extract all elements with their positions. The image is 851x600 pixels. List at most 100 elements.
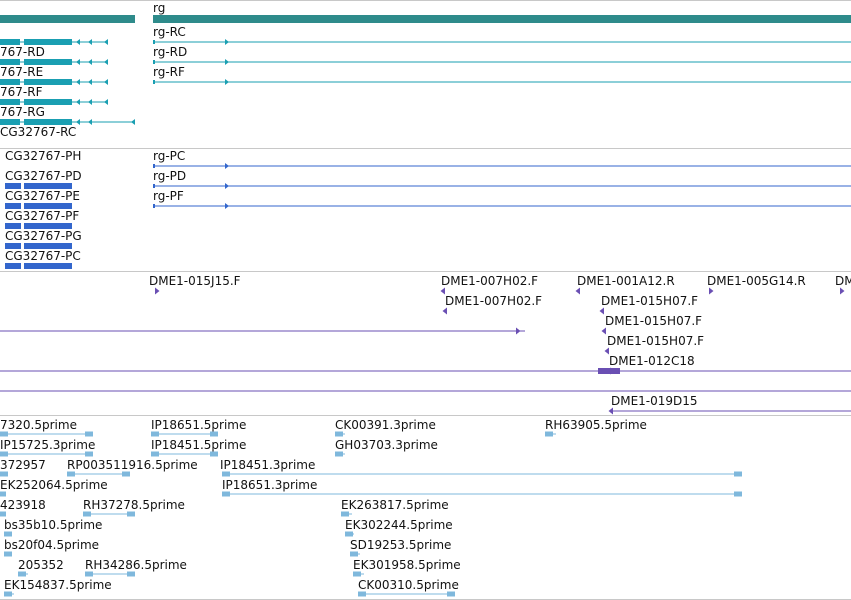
est-block[interactable] bbox=[345, 531, 353, 537]
mrna-label-left[interactable]: 767-RG bbox=[0, 105, 45, 119]
protein-cds[interactable] bbox=[5, 223, 21, 229]
est-label[interactable]: 7320.5prime bbox=[0, 418, 77, 432]
bac-clone-cluster[interactable] bbox=[598, 368, 620, 374]
mrna-exon[interactable] bbox=[24, 79, 72, 85]
mrna-exon[interactable] bbox=[24, 99, 72, 105]
est-label[interactable]: RP003511916.5prime bbox=[67, 458, 198, 472]
est-block[interactable] bbox=[85, 431, 93, 437]
est-block[interactable] bbox=[350, 551, 358, 557]
gene-label-rg[interactable]: rg bbox=[153, 1, 166, 15]
est-label[interactable]: SD19253.5prime bbox=[350, 538, 452, 552]
est-block[interactable] bbox=[0, 511, 6, 517]
bac-clone-label[interactable]: DM bbox=[835, 274, 851, 288]
protein-label-left[interactable]: CG32767-PG bbox=[5, 229, 82, 243]
mrna-label-right[interactable]: rg-RC bbox=[153, 25, 186, 39]
est-block[interactable] bbox=[335, 451, 343, 457]
bac-clone-label[interactable]: DME1-015H07.F bbox=[605, 314, 703, 328]
mrna-exon[interactable] bbox=[0, 59, 20, 65]
est-block[interactable] bbox=[127, 571, 135, 577]
protein-label-left[interactable]: CG32767-PD bbox=[5, 169, 82, 183]
est-block[interactable] bbox=[341, 511, 349, 517]
est-block[interactable] bbox=[358, 591, 366, 597]
mrna-exon[interactable] bbox=[0, 79, 20, 85]
mrna-label-left[interactable]: 767-RF bbox=[0, 85, 43, 99]
est-label[interactable]: RH34286.5prime bbox=[85, 558, 187, 572]
bac-clone-label[interactable]: DME1-015H07.F bbox=[601, 294, 699, 308]
est-block[interactable] bbox=[353, 571, 361, 577]
protein-cds[interactable] bbox=[153, 164, 155, 168]
est-label[interactable]: IP18451.3prime bbox=[220, 458, 316, 472]
est-label[interactable]: IP18651.3prime bbox=[222, 478, 318, 492]
est-block[interactable] bbox=[0, 451, 8, 457]
est-block[interactable] bbox=[67, 471, 75, 477]
est-block[interactable] bbox=[210, 451, 218, 457]
est-label[interactable]: CK00310.5prime bbox=[358, 578, 459, 592]
bac-clone-label[interactable]: DME1-005G14.R bbox=[707, 274, 806, 288]
est-label[interactable]: EK301958.5prime bbox=[353, 558, 461, 572]
est-label[interactable]: IP15725.3prime bbox=[0, 438, 96, 452]
est-block[interactable] bbox=[222, 491, 230, 497]
est-block[interactable] bbox=[18, 571, 26, 577]
mrna-exon[interactable] bbox=[0, 99, 20, 105]
est-label[interactable]: CK00391.3prime bbox=[335, 418, 436, 432]
protein-label-left[interactable]: CG32767-PH bbox=[5, 149, 82, 163]
est-block[interactable] bbox=[734, 471, 742, 477]
est-block[interactable] bbox=[4, 591, 12, 597]
protein-label-right[interactable]: rg-PC bbox=[153, 149, 186, 163]
est-label[interactable]: GH03703.3prime bbox=[335, 438, 438, 452]
est-block[interactable] bbox=[85, 571, 93, 577]
protein-cds[interactable] bbox=[24, 183, 72, 189]
est-block[interactable] bbox=[0, 471, 8, 477]
bac-clone-label[interactable]: DME1-015H07.F bbox=[607, 334, 705, 348]
mrna-exon[interactable] bbox=[24, 59, 72, 65]
est-block[interactable] bbox=[127, 511, 135, 517]
protein-label-right[interactable]: rg-PD bbox=[153, 169, 187, 183]
protein-cds[interactable] bbox=[5, 203, 21, 209]
protein-label-left[interactable]: CG32767-PF bbox=[5, 209, 80, 223]
mrna-label-right[interactable]: rg-RF bbox=[153, 65, 185, 79]
mrna-exon[interactable] bbox=[153, 40, 155, 44]
mrna-label-left[interactable]: CG32767-RC bbox=[0, 125, 77, 139]
est-label[interactable]: bs20f04.5prime bbox=[4, 538, 100, 552]
est-block[interactable] bbox=[85, 451, 93, 457]
mrna-exon[interactable] bbox=[0, 39, 20, 45]
mrna-exon[interactable] bbox=[153, 60, 155, 64]
mrna-label-left[interactable]: 767-RD bbox=[0, 45, 45, 59]
est-label[interactable]: 372957 bbox=[0, 458, 46, 472]
est-block[interactable] bbox=[4, 531, 12, 537]
protein-cds[interactable] bbox=[153, 204, 155, 208]
est-label[interactable]: RH37278.5prime bbox=[83, 498, 185, 512]
est-label[interactable]: 423918 bbox=[0, 498, 46, 512]
gene-feature-rg[interactable] bbox=[153, 15, 851, 23]
est-label[interactable]: IP18451.5prime bbox=[151, 438, 247, 452]
mrna-exon[interactable] bbox=[24, 119, 72, 125]
est-block[interactable] bbox=[151, 451, 159, 457]
protein-cds[interactable] bbox=[24, 223, 72, 229]
est-block[interactable] bbox=[734, 491, 742, 497]
bac-clone-label[interactable]: DME1-012C18 bbox=[609, 354, 695, 368]
mrna-exon[interactable] bbox=[153, 80, 155, 84]
est-label[interactable]: IP18651.5prime bbox=[151, 418, 247, 432]
protein-cds[interactable] bbox=[5, 183, 21, 189]
est-label[interactable]: EK263817.5prime bbox=[341, 498, 449, 512]
protein-label-left[interactable]: CG32767-PE bbox=[5, 189, 80, 203]
est-label[interactable]: EK154837.5prime bbox=[4, 578, 112, 592]
protein-cds[interactable] bbox=[24, 243, 72, 249]
est-block[interactable] bbox=[122, 471, 130, 477]
mrna-label-right[interactable]: rg-RD bbox=[153, 45, 188, 59]
est-label[interactable]: EK252064.5prime bbox=[0, 478, 108, 492]
est-block[interactable] bbox=[151, 431, 159, 437]
est-block[interactable] bbox=[0, 491, 6, 497]
est-block[interactable] bbox=[447, 591, 455, 597]
mrna-exon[interactable] bbox=[24, 39, 72, 45]
bac-clone-label[interactable]: DME1-015J15.F bbox=[149, 274, 241, 288]
protein-cds[interactable] bbox=[5, 243, 21, 249]
mrna-label-left[interactable]: 767-RE bbox=[0, 65, 44, 79]
bac-clone-label[interactable]: DME1-007H02.F bbox=[445, 294, 543, 308]
protein-cds[interactable] bbox=[5, 263, 21, 269]
gene-feature-left[interactable] bbox=[0, 15, 135, 23]
est-label[interactable]: EK302244.5prime bbox=[345, 518, 453, 532]
protein-label-left[interactable]: CG32767-PC bbox=[5, 249, 81, 263]
est-block[interactable] bbox=[83, 511, 91, 517]
